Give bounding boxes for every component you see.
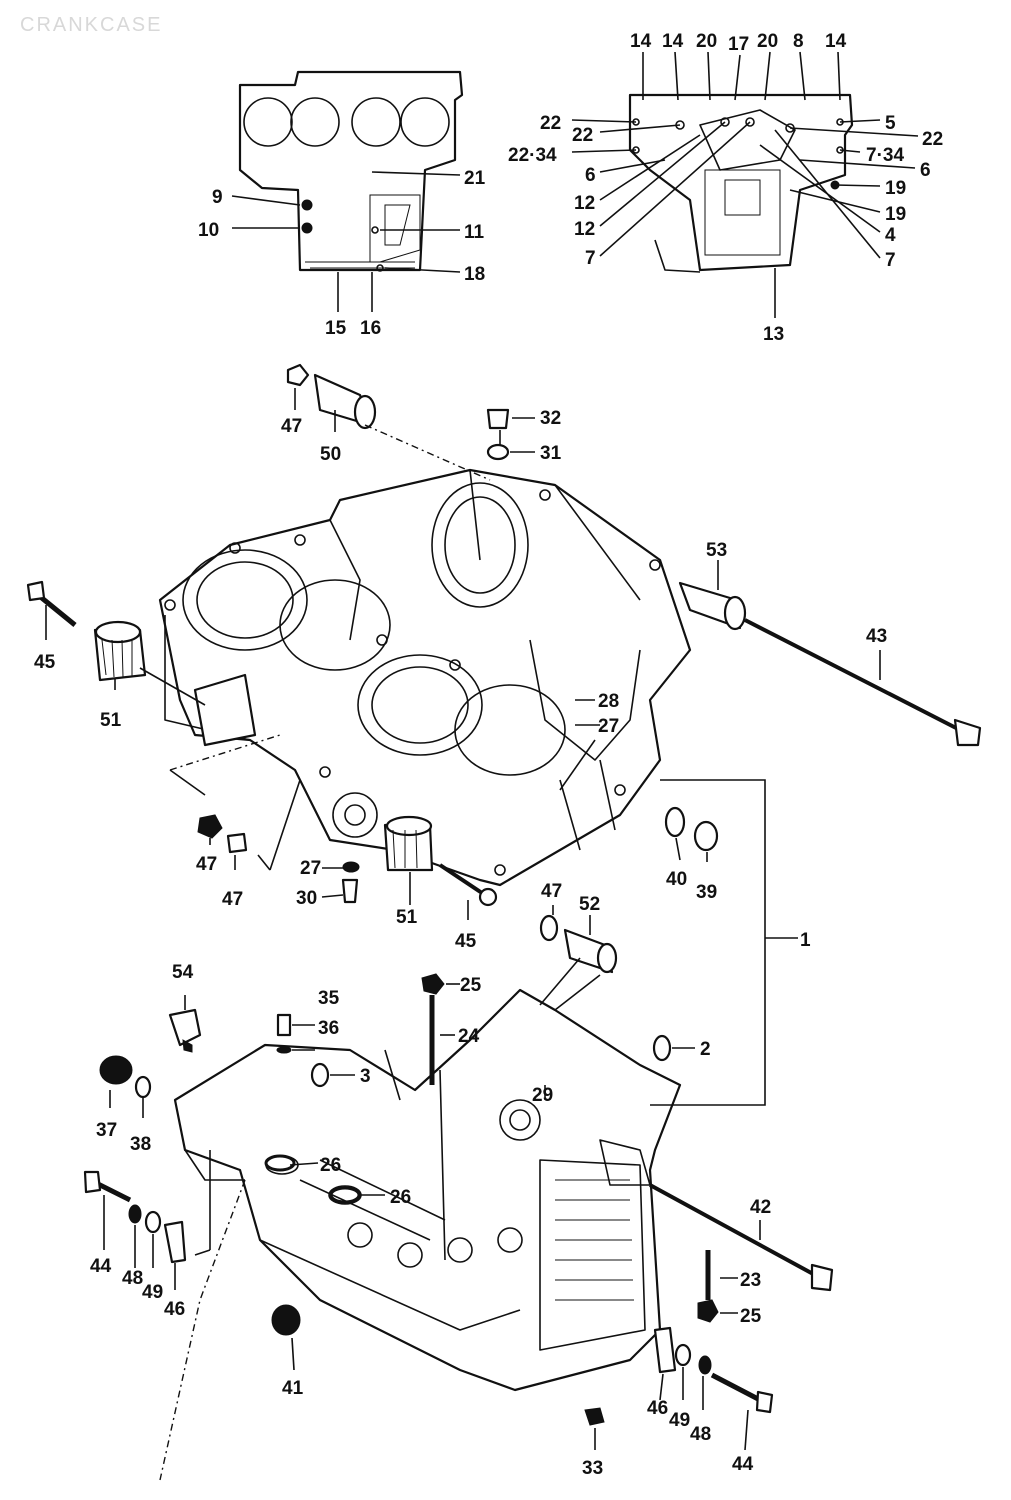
label-49: 49 — [142, 1282, 163, 1303]
label-20: 20 — [696, 31, 717, 52]
label-3: 3 — [360, 1066, 371, 1087]
label-52: 52 — [579, 894, 600, 915]
label-51: 51 — [100, 710, 122, 731]
label-2: 2 — [700, 1039, 711, 1060]
label-12: 12 — [574, 193, 595, 214]
label-7: 7 — [585, 248, 596, 269]
label-6: 6 — [585, 165, 596, 186]
label-45: 45 — [34, 652, 56, 673]
label-49: 49 — [669, 1410, 690, 1431]
label-21: 21 — [464, 168, 486, 189]
label-27: 27 — [300, 858, 321, 879]
label-22: 22 — [572, 125, 593, 146]
label-22-34: 22·34 — [508, 145, 557, 166]
label-37: 37 — [96, 1120, 117, 1141]
label-1: 1 — [800, 930, 811, 951]
label-27: 27 — [598, 716, 619, 737]
label-50: 50 — [320, 444, 341, 465]
label-14: 14 — [825, 31, 847, 52]
label-25: 25 — [460, 975, 482, 996]
label-47: 47 — [222, 889, 243, 910]
label-48: 48 — [122, 1268, 143, 1289]
label-7: 7 — [885, 250, 896, 271]
label-18: 18 — [464, 264, 485, 285]
label-5: 5 — [885, 113, 896, 134]
label-38: 38 — [130, 1134, 151, 1155]
label-16: 16 — [360, 318, 381, 339]
label-44: 44 — [732, 1454, 754, 1475]
label-35: 35 — [318, 988, 340, 1009]
label-43: 43 — [866, 626, 887, 647]
label-26: 26 — [390, 1187, 411, 1208]
label-15: 15 — [325, 318, 347, 339]
label-7-34: 7·34 — [866, 145, 904, 166]
label-30: 30 — [296, 888, 317, 909]
lower-crankcase — [173, 988, 682, 1392]
label-28: 28 — [598, 691, 619, 712]
label-51: 51 — [396, 907, 418, 928]
label-47: 47 — [541, 881, 562, 902]
inset-upper-case — [238, 70, 464, 272]
label-44: 44 — [90, 1256, 112, 1277]
label-46: 46 — [164, 1299, 185, 1320]
label-32: 32 — [540, 408, 561, 429]
label-47: 47 — [281, 416, 302, 437]
label-45: 45 — [455, 931, 477, 952]
label-22: 22 — [922, 129, 943, 150]
label-40: 40 — [666, 869, 687, 890]
label-46: 46 — [647, 1398, 668, 1419]
label-47: 47 — [196, 854, 217, 875]
label-8: 8 — [793, 31, 804, 52]
label-22: 22 — [540, 113, 561, 134]
small-parts — [26, 363, 982, 1426]
label-4: 4 — [885, 225, 896, 246]
label-17: 17 — [728, 34, 749, 55]
label-14: 14 — [662, 31, 684, 52]
label-48: 48 — [690, 1424, 711, 1445]
label-10: 10 — [198, 220, 219, 241]
label-12: 12 — [574, 219, 595, 240]
label-19: 19 — [885, 204, 906, 225]
label-31: 31 — [540, 443, 562, 464]
label-53: 53 — [706, 540, 727, 561]
label-42: 42 — [750, 1197, 771, 1218]
label-19: 19 — [885, 178, 906, 199]
label-29: 29 — [532, 1085, 553, 1106]
crankcase-watermark: CRANKCASE — [20, 14, 163, 36]
label-33: 33 — [582, 1458, 603, 1479]
label-24: 24 — [458, 1026, 480, 1047]
label-20: 20 — [757, 31, 778, 52]
leader-lines — [45, 388, 881, 1481]
label-9: 9 — [212, 187, 223, 208]
label-54: 54 — [172, 962, 194, 983]
label-39: 39 — [696, 882, 717, 903]
label-13: 13 — [763, 324, 784, 345]
label-41: 41 — [282, 1378, 304, 1399]
label-26: 26 — [320, 1155, 341, 1176]
label-25: 25 — [740, 1306, 762, 1327]
label-11: 11 — [464, 222, 485, 243]
inset-lower-leaders — [571, 51, 919, 318]
label-6: 6 — [920, 160, 931, 181]
upper-crankcase — [158, 468, 692, 887]
label-23: 23 — [740, 1270, 761, 1291]
label-36: 36 — [318, 1018, 339, 1039]
label-14: 14 — [630, 31, 652, 52]
inset-upper-leaders — [231, 171, 461, 312]
part-labels: 9 10 21 11 18 15 16 14 14 20 17 20 8 14 … — [34, 31, 943, 1479]
